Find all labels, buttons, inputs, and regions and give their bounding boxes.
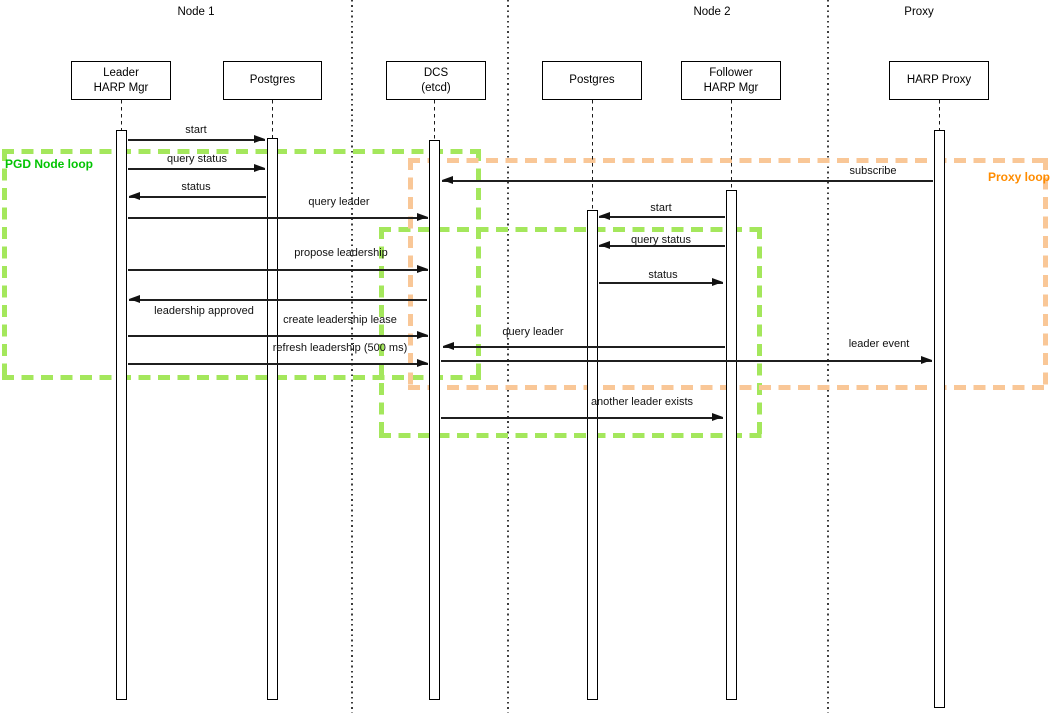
message-label-12: leader event — [848, 338, 910, 350]
message-line-6 — [599, 245, 725, 247]
message-line-3 — [442, 180, 933, 182]
message-arrowhead-6 — [599, 241, 610, 249]
actor-label-postgres-node2: Postgres — [569, 74, 615, 87]
message-label-8: status — [648, 269, 678, 281]
message-arrowhead-10 — [417, 331, 428, 339]
message-label-2: status — [181, 181, 211, 193]
column-separator-3 — [827, 0, 829, 713]
message-arrowhead-7 — [417, 265, 428, 273]
loop-edge-top-pgd-node-loop — [2, 149, 481, 154]
loop-edge-top-node2-inner-loop — [379, 227, 762, 232]
loop-edge-left-node2-inner-loop — [379, 227, 384, 438]
activation-bar-dcs-etcd — [429, 140, 440, 700]
message-label-1: query status — [167, 153, 227, 165]
message-arrowhead-4 — [417, 213, 428, 221]
activation-bar-harp-proxy — [934, 130, 945, 708]
loop-label-pgd-node-loop: PGD Node loop — [5, 157, 93, 171]
message-label-13: refresh leadership (500 ms) — [272, 342, 408, 354]
activation-bar-postgres-node1 — [266, 138, 278, 700]
message-label-6: query status — [631, 234, 691, 246]
loop-edge-left-proxy-loop — [408, 158, 413, 390]
message-arrowhead-3 — [442, 176, 453, 184]
message-label-3: subscribe — [849, 165, 897, 177]
message-line-1 — [128, 168, 265, 170]
actor-label-harp-proxy: HARP Proxy — [906, 74, 972, 87]
message-line-8 — [599, 282, 723, 284]
loop-box-pgd-node-loop — [2, 149, 481, 380]
message-arrowhead-11 — [443, 342, 454, 350]
column-separator-2 — [507, 0, 509, 713]
message-arrowhead-0 — [254, 135, 265, 143]
message-line-9 — [129, 299, 427, 301]
loop-edge-left-pgd-node-loop — [2, 149, 7, 380]
group-label-node2: Node 2 — [693, 6, 731, 18]
message-line-0 — [128, 139, 265, 141]
lifeline-postgres-node1 — [271, 100, 273, 138]
message-arrowhead-5 — [599, 212, 610, 220]
loop-edge-right-pgd-node-loop — [476, 149, 481, 380]
column-separator-1 — [351, 0, 353, 713]
message-arrowhead-13 — [417, 359, 428, 367]
message-label-11: query leader — [502, 326, 564, 338]
actor-box-postgres-node2: Postgres — [542, 61, 642, 100]
actor-box-harp-proxy: HARP Proxy — [889, 61, 989, 100]
message-label-5: start — [650, 202, 672, 214]
message-line-13 — [128, 363, 428, 365]
actor-label-leader-harp-mgr: Leader HARP Mgr — [93, 67, 149, 94]
message-line-7 — [128, 269, 428, 271]
message-label-10: create leadership lease — [283, 314, 397, 326]
activation-bar-leader-harp-mgr — [116, 130, 127, 700]
message-line-4 — [128, 217, 428, 219]
message-line-10 — [128, 335, 428, 337]
lifeline-leader-harp-mgr — [121, 100, 122, 130]
actor-label-follower-harp-mgr: Follower HARP Mgr — [703, 67, 759, 94]
actor-label-dcs-etcd: DCS (etcd) — [421, 67, 451, 94]
message-line-5 — [599, 216, 725, 218]
loop-edge-right-node2-inner-loop — [757, 227, 762, 438]
actor-box-dcs-etcd: DCS (etcd) — [386, 61, 486, 100]
lifeline-harp-proxy — [939, 100, 940, 130]
message-line-11 — [443, 346, 725, 348]
activation-bar-postgres-node2 — [586, 210, 598, 700]
message-line-14 — [441, 417, 723, 419]
actor-box-follower-harp-mgr: Follower HARP Mgr — [681, 61, 781, 100]
loop-edge-bottom-node2-inner-loop — [379, 433, 762, 438]
message-label-7: propose leadership — [294, 247, 388, 259]
lifeline-follower-harp-mgr — [731, 100, 732, 190]
message-arrowhead-8 — [712, 278, 723, 286]
message-label-4: query leader — [308, 196, 370, 208]
activation-bar-follower-harp-mgr — [726, 190, 737, 700]
message-label-9: leadership approved — [154, 305, 254, 317]
actor-label-postgres-node1: Postgres — [249, 74, 296, 87]
loop-box-node2-inner-loop — [379, 227, 762, 438]
message-arrowhead-1 — [254, 164, 265, 172]
message-arrowhead-14 — [712, 413, 723, 421]
group-label-node1: Node 1 — [177, 6, 215, 18]
message-label-0: start — [185, 124, 207, 136]
message-label-14: another leader exists — [590, 396, 694, 408]
message-line-2 — [129, 196, 266, 198]
loop-edge-bottom-pgd-node-loop — [2, 375, 481, 380]
message-line-12 — [441, 360, 932, 362]
loop-label-proxy-loop: Proxy loop — [988, 170, 1051, 184]
message-arrowhead-12 — [921, 356, 932, 364]
lifeline-postgres-node2 — [591, 100, 593, 210]
loop-edge-right-proxy-loop — [1043, 158, 1048, 390]
lifeline-dcs-etcd — [434, 100, 435, 140]
group-label-proxy: Proxy — [904, 6, 934, 18]
message-arrowhead-9 — [129, 295, 140, 303]
message-arrowhead-2 — [129, 192, 140, 200]
actor-box-postgres-node1: Postgres — [223, 61, 322, 100]
loop-edge-top-proxy-loop — [408, 158, 1048, 163]
actor-box-leader-harp-mgr: Leader HARP Mgr — [71, 61, 171, 100]
